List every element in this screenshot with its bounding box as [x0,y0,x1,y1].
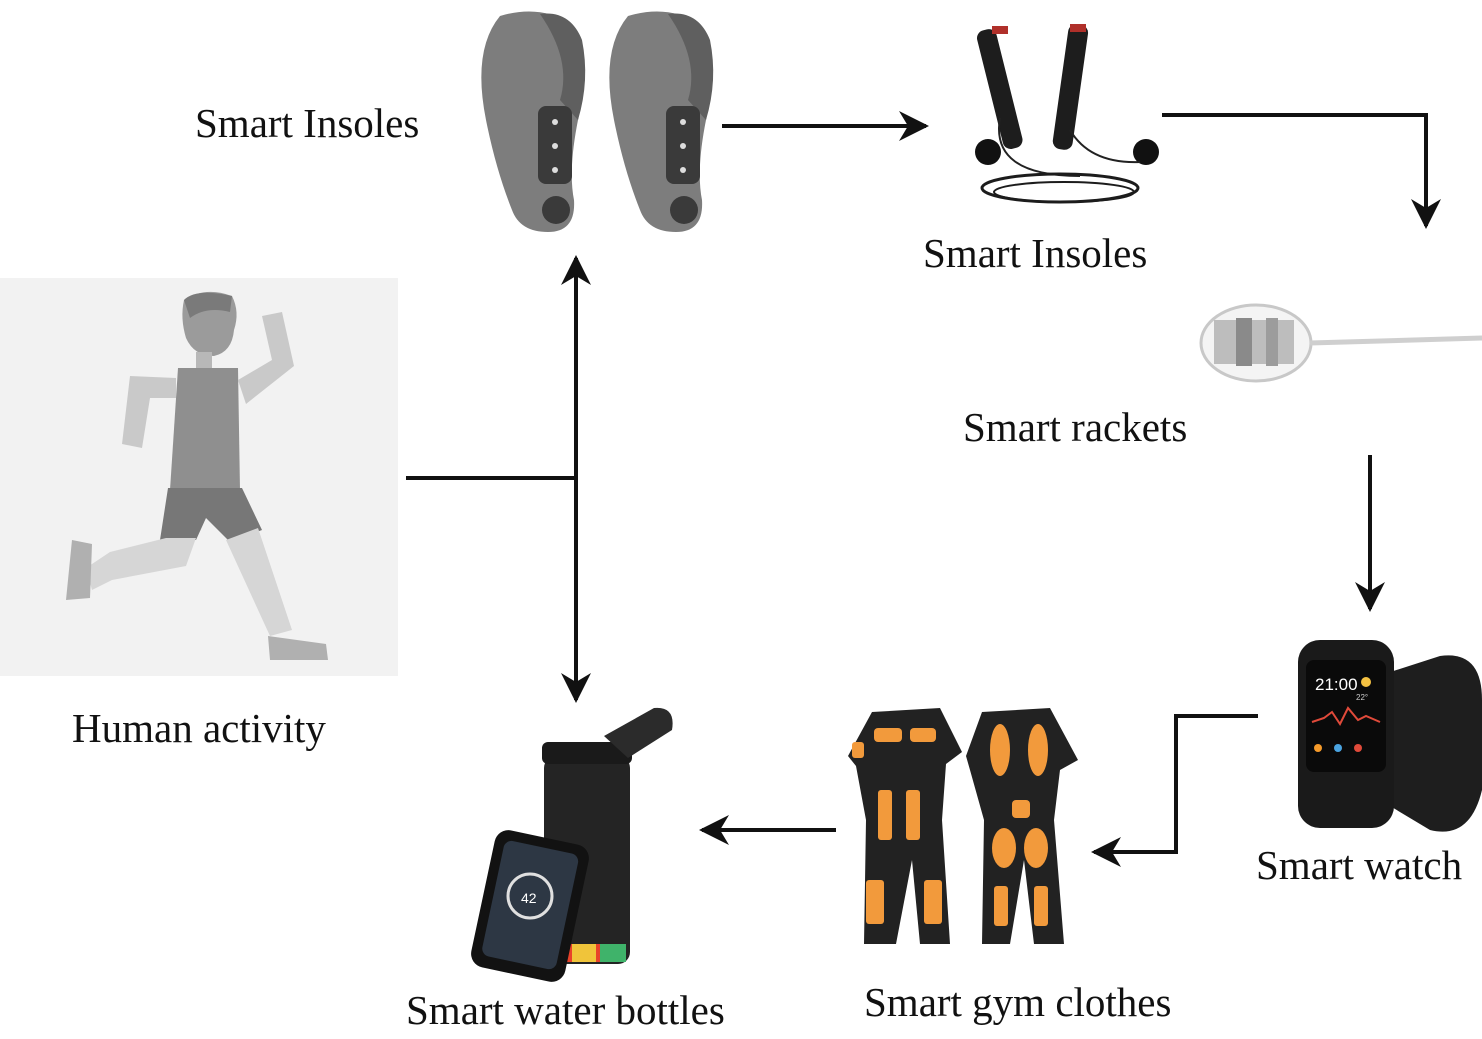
watch-to-clothes-arrow [1091,714,1258,867]
running-person-icon [0,278,398,676]
rope-to-racket-arrow [1162,113,1441,229]
water-bottle-label: Smart water bottles [406,987,725,1033]
watch-label: Smart watch [1256,842,1463,888]
jump-rope-label: Smart Insoles [923,230,1148,276]
gym-clothes-label: Smart gym clothes [864,979,1172,1025]
water-bottle-icon: 42 [471,707,673,982]
connectors [406,111,1441,867]
racket-icon [1199,303,1482,383]
watch-temp: 22° [1356,693,1368,702]
insoles-icon [452,0,722,246]
gym-suit-icon [848,708,1078,944]
smartwatch-icon: 21:00 22° [1298,640,1482,832]
jump-rope-icon [975,24,1159,204]
racket-label: Smart rackets [963,404,1188,450]
human-activity-label: Human activity [72,705,326,751]
insoles-label: Smart Insoles [195,100,420,146]
watch-time: 21:00 [1315,675,1358,694]
phone-value: 42 [521,890,537,906]
